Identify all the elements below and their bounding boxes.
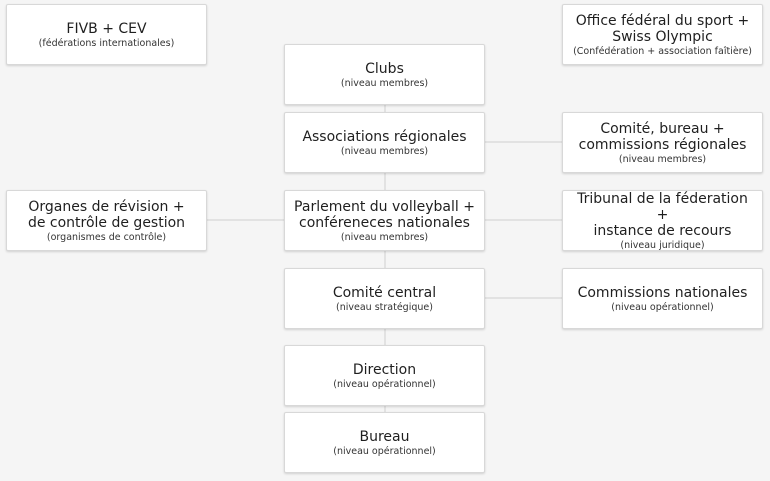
node-subtitle: (niveau membres) (340, 77, 429, 89)
node-tribunal-federation: Tribunal de la féderation + instance de … (562, 190, 763, 251)
node-title: Direction (352, 361, 417, 378)
node-title: Comité, bureau + commissions régionales (578, 120, 747, 153)
node-comite-bureau-commissions-regionales: Comité, bureau + commissions régionales … (562, 112, 763, 173)
node-title: FIVB + CEV (66, 20, 147, 37)
node-direction: Direction (niveau opérationnel) (284, 345, 485, 406)
node-commissions-nationales: Commissions nationales (niveau opération… (562, 268, 763, 329)
node-subtitle: (organismes de contrôle) (46, 231, 167, 243)
node-subtitle: (Confédération + association faîtière) (573, 45, 752, 57)
node-organes-revision: Organes de révision + de contrôle de ges… (6, 190, 207, 251)
node-subtitle: (niveau membres) (340, 231, 429, 243)
node-subtitle: (niveau juridique) (620, 239, 705, 251)
node-title: Bureau (359, 428, 410, 445)
node-title: Commissions nationales (577, 284, 748, 301)
node-subtitle: (fédérations internationales) (38, 37, 175, 49)
node-subtitle: (niveau stratégique) (336, 301, 433, 313)
node-associations-regionales: Associations régionales (niveau membres) (284, 112, 485, 173)
node-title: Comité central (332, 284, 437, 301)
node-title: Office fédéral du sport + Swiss Olympic (575, 12, 750, 45)
node-subtitle: (niveau opérationnel) (611, 301, 714, 313)
node-parlement-volleyball: Parlement du volleyball + conféreneces n… (284, 190, 485, 251)
node-title: Clubs (365, 60, 404, 77)
node-title: Parlement du volleyball + conféreneces n… (294, 198, 475, 231)
node-fivb-cev: FIVB + CEV (fédérations internationales) (6, 4, 207, 65)
node-office-federal-sport: Office fédéral du sport + Swiss Olympic … (562, 4, 763, 65)
node-subtitle: (niveau membres) (618, 153, 707, 165)
node-title: Associations régionales (302, 128, 467, 145)
node-bureau: Bureau (niveau opérationnel) (284, 412, 485, 473)
node-subtitle: (niveau opérationnel) (333, 378, 436, 390)
node-clubs: Clubs (niveau membres) (284, 44, 485, 105)
node-subtitle: (niveau membres) (340, 145, 429, 157)
node-title: Organes de révision + de contrôle de ges… (27, 198, 186, 231)
node-comite-central: Comité central (niveau stratégique) (284, 268, 485, 329)
node-title: Tribunal de la féderation + instance de … (577, 190, 748, 239)
node-subtitle: (niveau opérationnel) (333, 445, 436, 457)
